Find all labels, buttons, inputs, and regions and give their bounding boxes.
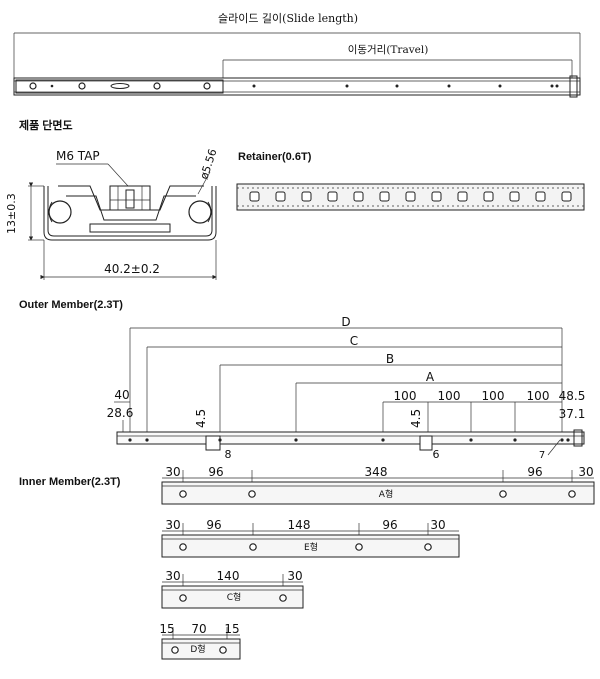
cross-section-title: 제품 단면도 [19, 118, 73, 132]
outer-mount-hole [566, 438, 570, 442]
outer-mount-hole [145, 438, 149, 442]
dim-4-5-a: 4.5 [194, 409, 208, 428]
inner-E-bar [161, 534, 460, 558]
dim-8: 8 [225, 448, 232, 461]
inner-C-dim-2: 140 [217, 569, 240, 583]
inner-member-title: Inner Member(2.3T) [19, 476, 121, 488]
retainer-ball-pocket [431, 191, 442, 202]
inner-member-E: 30 96 148 96 30 E형 [161, 518, 460, 558]
inner-E-dim-2: 96 [206, 518, 221, 532]
dim-A-label: A [426, 370, 435, 384]
inner-A-dim-2: 96 [208, 465, 223, 479]
outer-member-title: Outer Member(2.3T) [19, 299, 123, 311]
retainer-ball-pocket [301, 191, 312, 202]
inner-A-bar [161, 481, 595, 505]
retainer-ball-pocket [275, 191, 286, 202]
dim-37-1: 37.1 [559, 407, 586, 421]
outer-mount-hole [128, 438, 132, 442]
outer-member-drawing: D C B A 100 100 100 100 48.5 40 28.6 4.5… [107, 315, 586, 461]
inner-D-dim-1: 15 [159, 622, 174, 636]
right-ball-icon [188, 200, 212, 224]
height-dim: 13±0.3 [5, 193, 18, 234]
slide-inner-body [15, 79, 224, 94]
tap-label: M6 TAP [56, 149, 100, 163]
travel-label: 이동거리(Travel) [348, 44, 429, 56]
outer-member-holes [128, 438, 570, 442]
cross-section-view: M6 TAP ø5.56 13±0.3 40.2±0.2 [5, 147, 220, 280]
dim-4-5-b: 4.5 [409, 409, 423, 428]
left-ball-icon [48, 200, 72, 224]
slide-overview: 슬라이드 길이(Slide length) 이동거리(Travel) [13, 12, 581, 98]
inner-E-dim-3: 148 [288, 518, 311, 532]
inner-C-tag: C형 [227, 592, 242, 603]
dim-48-5: 48.5 [559, 389, 586, 403]
inner-A-tag: A형 [379, 489, 393, 500]
inner-E-dim-1: 30 [165, 518, 180, 532]
dim-7: 7 [539, 450, 545, 461]
inner-member-D: 15 70 15 D형 [159, 622, 241, 660]
outer-mount-hole [513, 438, 517, 442]
dim-D-label: D [341, 315, 350, 329]
retainer-ball-pocket [535, 191, 546, 202]
outer-mount-hole [381, 438, 385, 442]
retainer-title: Retainer(0.6T) [238, 151, 312, 163]
outer-mount-hole [560, 438, 564, 442]
outer-member-bar [116, 431, 585, 445]
inner-A-dim-4: 96 [527, 465, 542, 479]
retainer-ball-pocket [457, 191, 468, 202]
retainer-holes [249, 191, 572, 202]
inner-C-dim-1: 30 [165, 569, 180, 583]
inner-D-tag: D형 [190, 644, 205, 655]
retainer-ball-pocket [353, 191, 364, 202]
slide-outer-body [13, 77, 581, 96]
dim-28-6: 28.6 [107, 406, 134, 420]
inner-E-dim-4: 96 [382, 518, 397, 532]
diameter-label: ø5.56 [197, 147, 219, 181]
dim-100-1: 100 [394, 389, 417, 403]
outer-mount-hole [469, 438, 473, 442]
dim-40: 40 [114, 388, 129, 402]
retainer-ball-pocket [561, 191, 572, 202]
retainer-ball-pocket [379, 191, 390, 202]
retainer-ball-pocket [405, 191, 416, 202]
retainer-ball-pocket [483, 191, 494, 202]
inner-A-dim-5: 30 [578, 465, 593, 479]
inner-C-dim-3: 30 [287, 569, 302, 583]
inner-C-bar [161, 585, 304, 609]
outer-profile [43, 186, 217, 241]
dim-100-4: 100 [527, 389, 550, 403]
inner-D-dim-2: 70 [191, 622, 206, 636]
inner-E-dim-5: 30 [430, 518, 445, 532]
inner-member-A: 30 96 348 96 30 A형 [161, 465, 595, 505]
retainer-ball-pocket [327, 191, 338, 202]
inner-D-bar [161, 638, 241, 660]
inner-member-C: 30 140 30 C형 [161, 569, 304, 609]
inner-E-tag: E형 [304, 542, 318, 553]
inner-A-dim-1: 30 [165, 465, 180, 479]
width-dim: 40.2±0.2 [104, 262, 160, 276]
dim-B-label: B [386, 352, 394, 366]
dim-6: 6 [433, 448, 440, 461]
outer-mount-hole [218, 438, 222, 442]
inner-A-dim-3: 348 [365, 465, 388, 479]
retainer-ball-pocket [249, 191, 260, 202]
outer-mount-hole [294, 438, 298, 442]
retainer-ball-pocket [509, 191, 520, 202]
dim-100-3: 100 [482, 389, 505, 403]
inner-D-dim-3: 15 [224, 622, 239, 636]
dim-100-2: 100 [438, 389, 461, 403]
dim-C-label: C [350, 334, 358, 348]
slide-length-label: 슬라이드 길이(Slide length) [218, 12, 358, 25]
